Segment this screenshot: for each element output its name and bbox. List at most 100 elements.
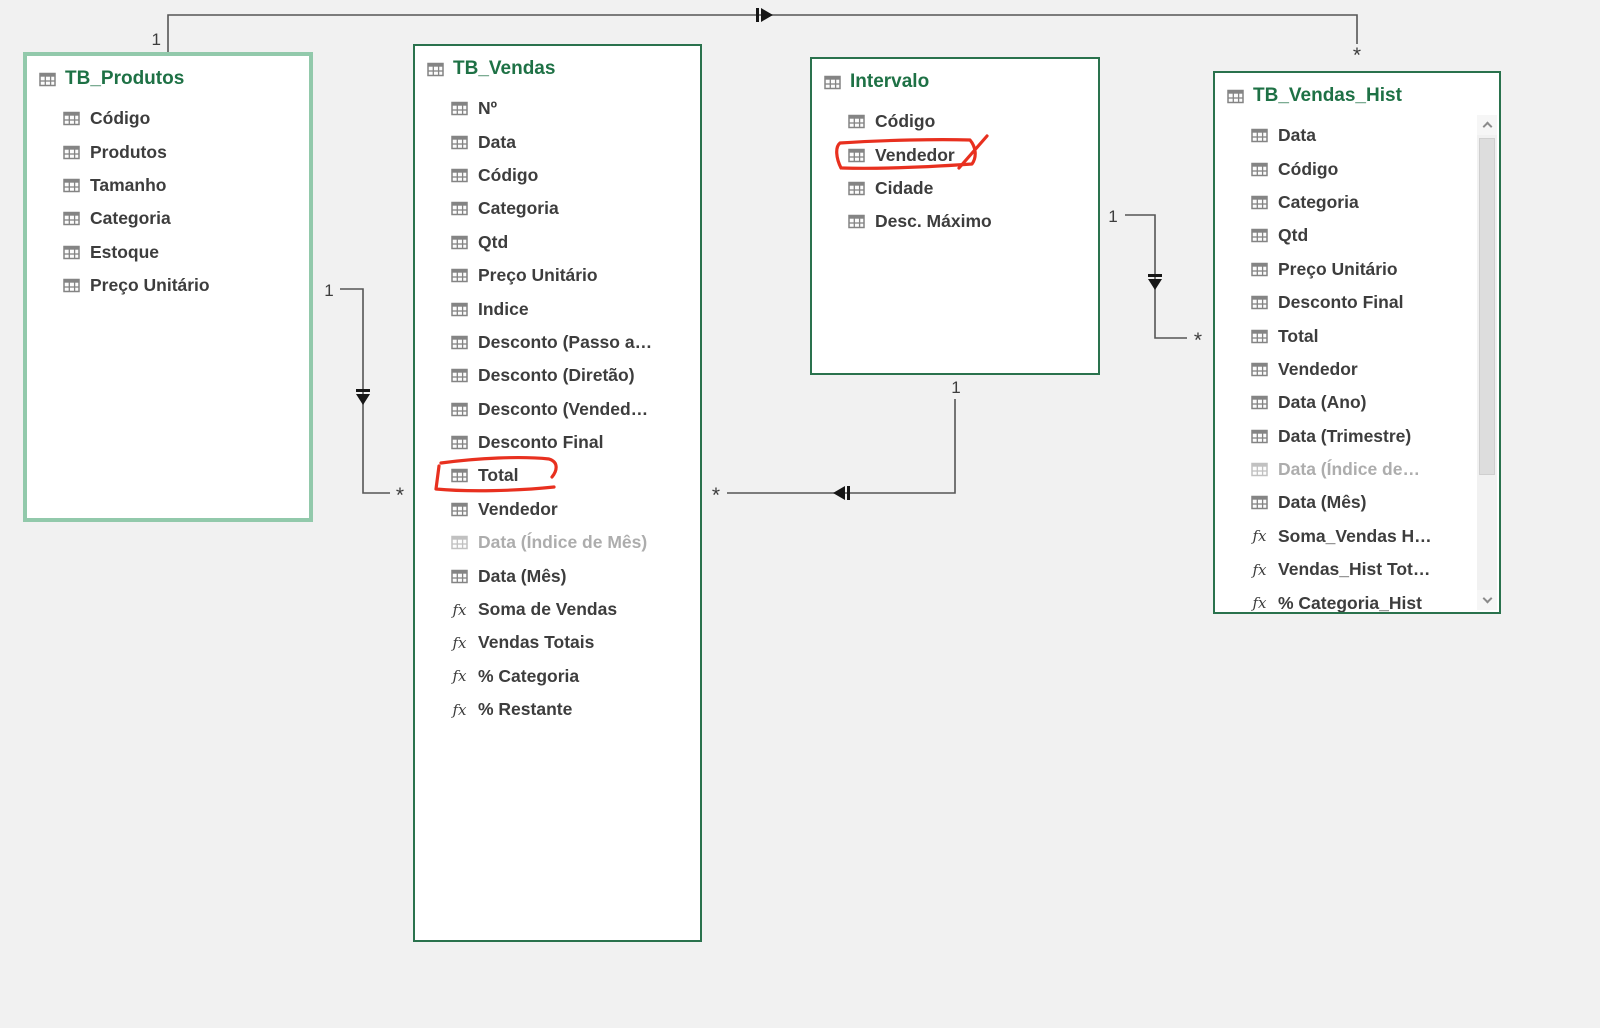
field-row[interactable]: Preço Unitário: [63, 269, 309, 302]
field-row[interactable]: Vendedor: [451, 493, 700, 526]
column-icon: [848, 214, 865, 229]
field-row[interactable]: ƒx% Categoria_Hist: [1251, 586, 1473, 612]
table-tb-vendas[interactable]: TB_Vendas Nº Data Código Categoria Qtd P…: [413, 44, 702, 942]
field-row[interactable]: Qtd: [1251, 219, 1473, 252]
field-list: Nº Data Código Categoria Qtd Preço Unitá…: [415, 92, 700, 940]
table-icon: [1227, 89, 1244, 104]
table-title: TB_Vendas: [453, 58, 556, 79]
column-icon: [451, 235, 468, 250]
field-label: Categoria: [478, 198, 559, 219]
field-row[interactable]: Desconto (Passo a…: [451, 326, 700, 359]
column-icon: [63, 145, 80, 160]
relationship-line-produtos-hist[interactable]: [167, 14, 1358, 52]
field-row[interactable]: Total: [1251, 319, 1473, 352]
field-row[interactable]: Data (Ano): [1251, 386, 1473, 419]
column-icon: [1251, 162, 1268, 177]
field-row[interactable]: Código: [848, 105, 1098, 138]
field-label: Código: [875, 111, 936, 132]
table-icon: [39, 72, 56, 87]
relationship-line-intervalo-hist[interactable]: [1125, 214, 1187, 339]
field-row[interactable]: Qtd: [451, 226, 700, 259]
measure-icon: ƒx: [452, 667, 467, 686]
table-header-tb-vendas[interactable]: TB_Vendas: [415, 46, 700, 92]
field-label: Tamanho: [90, 174, 167, 195]
cardinality-one-label: 1: [324, 281, 333, 300]
field-row[interactable]: Código: [1251, 152, 1473, 185]
field-row-total[interactable]: Total: [451, 459, 700, 492]
field-row[interactable]: Categoria: [1251, 186, 1473, 219]
field-row[interactable]: Desc. Máximo: [848, 205, 1098, 238]
field-row[interactable]: Tamanho: [63, 169, 309, 202]
field-row[interactable]: Desconto Final: [451, 426, 700, 459]
chevron-up-icon: [1482, 121, 1492, 132]
field-row[interactable]: Preço Unitário: [451, 259, 700, 292]
field-row[interactable]: Nº: [451, 92, 700, 125]
scroll-up-button[interactable]: [1477, 115, 1497, 135]
field-row[interactable]: ƒx% Restante: [451, 693, 700, 726]
filter-direction-arrow-down-icon: [356, 389, 370, 405]
field-row[interactable]: Desconto Final: [1251, 286, 1473, 319]
column-icon: [63, 211, 80, 226]
field-label: Data (Mês): [1278, 492, 1367, 513]
field-list: Data Código Categoria Qtd Preço Unitário…: [1215, 119, 1499, 612]
table-tb-produtos[interactable]: TB_Produtos Código Produtos Tamanho Cate…: [23, 52, 313, 522]
scrollbar-track[interactable]: [1477, 135, 1497, 590]
field-row[interactable]: Data: [1251, 119, 1473, 152]
relationship-line-intervalo-vendas[interactable]: [727, 399, 956, 494]
field-row[interactable]: Categoria: [63, 202, 309, 235]
field-row[interactable]: Desconto (Diretão): [451, 359, 700, 392]
filter-direction-arrow-left-icon: [833, 486, 850, 500]
table-title: Intervalo: [850, 71, 930, 92]
field-row[interactable]: Data (Índice de…: [1251, 453, 1473, 486]
field-list: Código Produtos Tamanho Categoria Estoqu…: [27, 102, 309, 518]
field-label: Preço Unitário: [90, 275, 210, 296]
field-label: Data (Trimestre): [1278, 425, 1412, 446]
field-label: Desconto (Vended…: [478, 398, 649, 419]
column-icon: [63, 278, 80, 293]
column-icon: [1251, 329, 1268, 344]
field-row[interactable]: Vendedor: [1251, 353, 1473, 386]
field-row[interactable]: Código: [451, 159, 700, 192]
column-icon: [451, 135, 468, 150]
field-label: Vendedor: [1278, 358, 1358, 379]
column-icon: [451, 268, 468, 283]
field-row[interactable]: Data: [451, 125, 700, 158]
cardinality-many-label: *: [712, 484, 720, 507]
field-row[interactable]: Data (Trimestre): [1251, 420, 1473, 453]
scrollbar-thumb[interactable]: [1479, 138, 1495, 475]
table-header-intervalo[interactable]: Intervalo: [812, 59, 1098, 105]
table-intervalo[interactable]: Intervalo Código Vendedor Cidade Desc. M…: [810, 57, 1100, 375]
field-row[interactable]: Data (Mês): [451, 559, 700, 592]
field-row[interactable]: Categoria: [451, 192, 700, 225]
field-label: Desconto (Diretão): [478, 365, 635, 386]
field-row[interactable]: Desconto (Vended…: [451, 393, 700, 426]
field-row[interactable]: Cidade: [848, 172, 1098, 205]
field-label: Data (Índice de…: [1278, 459, 1420, 480]
field-row[interactable]: Data (Mês): [1251, 486, 1473, 519]
column-icon: [1251, 429, 1268, 444]
field-row[interactable]: Código: [63, 102, 309, 135]
field-row[interactable]: Preço Unitário: [1251, 253, 1473, 286]
field-label: Desconto (Passo a…: [478, 331, 653, 352]
scroll-down-button[interactable]: [1477, 590, 1497, 610]
relationship-line-produtos-vendas[interactable]: [340, 288, 390, 494]
table-tb-vendas-hist[interactable]: TB_Vendas_Hist Data Código Categoria Qtd…: [1213, 71, 1501, 614]
field-row[interactable]: Produtos: [63, 135, 309, 168]
column-icon: [451, 368, 468, 383]
field-row[interactable]: Indice: [451, 292, 700, 325]
field-row[interactable]: Estoque: [63, 236, 309, 269]
scrollbar[interactable]: [1477, 115, 1497, 610]
column-icon: [451, 302, 468, 317]
field-row[interactable]: Data (Índice de Mês): [451, 526, 700, 559]
field-label: Código: [90, 108, 151, 129]
field-row[interactable]: ƒx% Categoria: [451, 660, 700, 693]
table-header-tb-produtos[interactable]: TB_Produtos: [27, 56, 309, 102]
field-row-vendedor[interactable]: Vendedor: [848, 138, 1098, 171]
measure-icon: ƒx: [1252, 527, 1267, 546]
measure-icon: ƒx: [452, 700, 467, 719]
table-header-tb-vendas-hist[interactable]: TB_Vendas_Hist: [1215, 73, 1499, 119]
